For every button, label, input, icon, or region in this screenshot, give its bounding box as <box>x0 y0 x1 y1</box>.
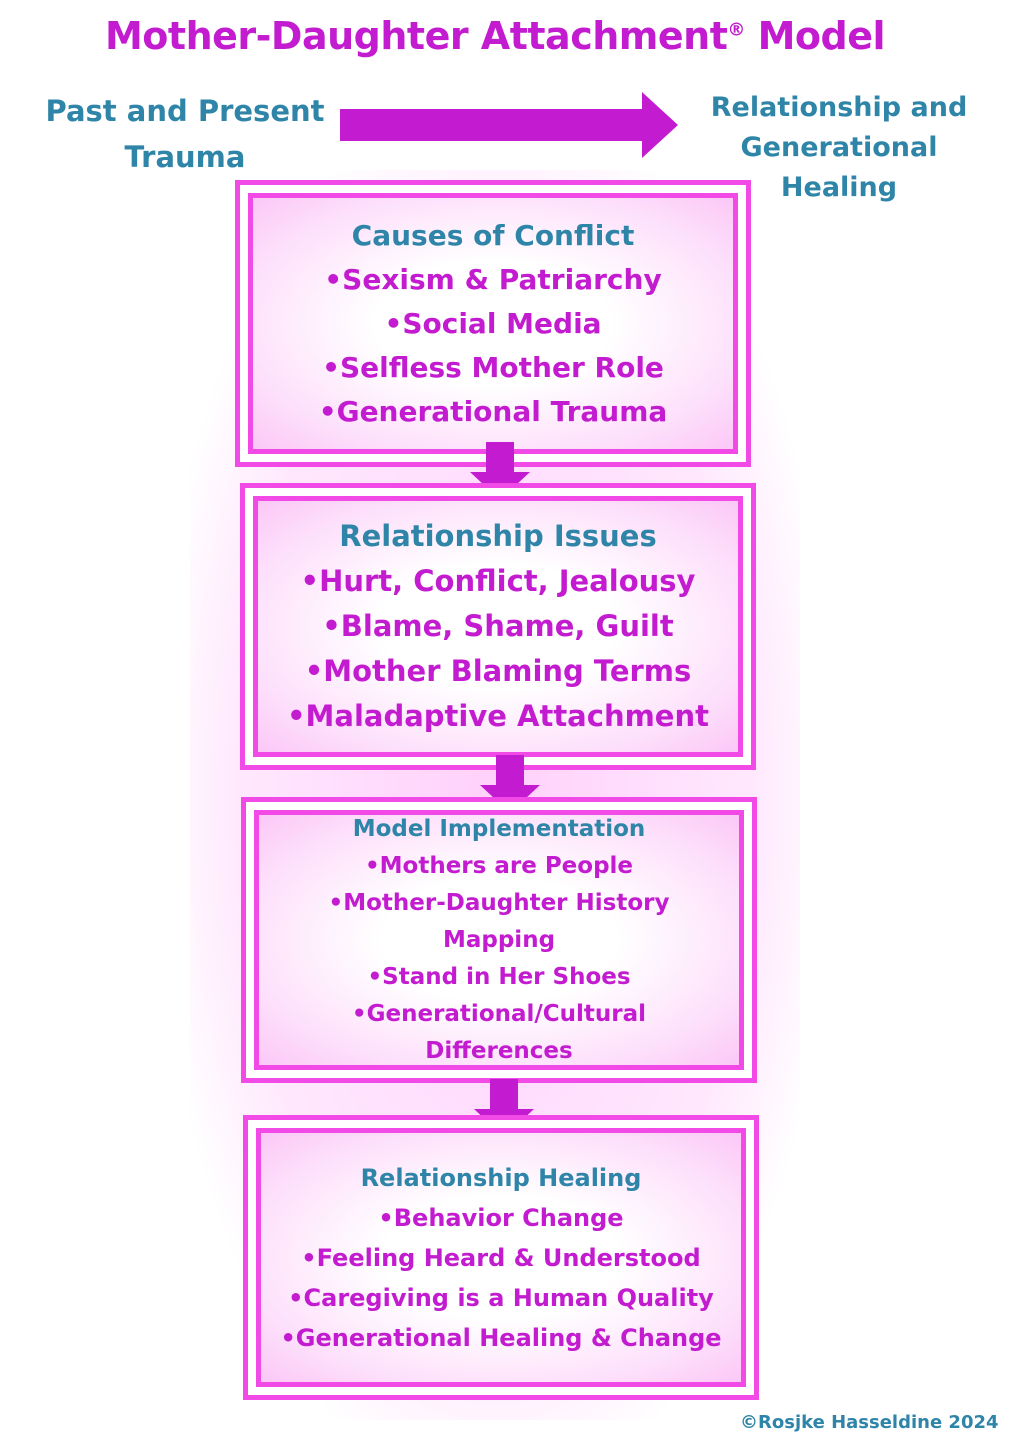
box-item: •Blame, Shame, Guilt <box>322 609 674 643</box>
box-item: •Mothers are People <box>364 852 634 879</box>
registered-mark: ® <box>727 19 745 41</box>
box-inner: Model Implementation •Mothers are People… <box>254 810 744 1070</box>
start-label-line: Trauma <box>124 140 246 174</box>
box-item: Differences <box>425 1037 573 1064</box>
box-item: •Stand in Her Shoes <box>367 963 631 990</box>
page-title: Mother-Daughter Attachment® Model <box>0 14 990 58</box>
box-title: Causes of Conflict <box>351 218 635 252</box>
box-item: •Hurt, Conflict, Jealousy <box>300 564 696 598</box>
box-title: Relationship Healing <box>360 1163 642 1192</box>
box-item: •Feeling Heard & Understood <box>301 1243 701 1272</box>
box-item: •Maladaptive Attachment <box>286 699 709 733</box>
box-relationship-healing: Relationship Healing •Behavior Change •F… <box>243 1115 759 1400</box>
end-label: Relationship and Generational Healing <box>680 88 998 208</box>
box-item: •Generational Trauma <box>318 394 668 428</box>
box-item: •Social Media <box>384 306 602 340</box>
title-suffix: Model <box>757 14 886 58</box>
end-label-line: Relationship and <box>710 92 968 123</box>
end-label-line: Generational Healing <box>740 132 938 203</box>
copyright-footer: ©Rosjke Hasseldine 2024 <box>740 1412 999 1433</box>
box-item: Mapping <box>442 926 556 953</box>
box-item: •Caregiving is a Human Quality <box>288 1283 714 1312</box>
box-inner: Relationship Healing •Behavior Change •F… <box>256 1128 746 1387</box>
right-arrow-icon <box>340 92 678 158</box>
box-title: Relationship Issues <box>339 519 657 553</box>
start-label: Past and Present Trauma <box>40 88 330 180</box>
box-inner: Causes of Conflict •Sexism & Patriarchy … <box>248 193 738 454</box>
box-item: •Sexism & Patriarchy <box>324 262 662 296</box>
box-model-implementation: Model Implementation •Mothers are People… <box>241 797 757 1083</box>
box-item: •Selfless Mother Role <box>322 350 664 384</box>
box-relationship-issues: Relationship Issues •Hurt, Conflict, Jea… <box>240 483 756 770</box>
box-inner: Relationship Issues •Hurt, Conflict, Jea… <box>253 496 743 757</box>
box-item: •Mother Blaming Terms <box>304 654 692 688</box>
start-label-line: Past and Present <box>45 94 325 128</box>
box-item: •Generational/Cultural <box>351 1000 647 1027</box>
box-title: Model Implementation <box>352 815 646 842</box>
box-item: •Mother-Daughter History <box>328 889 670 916</box>
box-causes-of-conflict: Causes of Conflict •Sexism & Patriarchy … <box>235 180 751 467</box>
box-item: •Behavior Change <box>378 1203 624 1232</box>
title-text: Mother-Daughter Attachment <box>104 14 728 58</box>
box-item: •Generational Healing & Change <box>280 1323 722 1352</box>
